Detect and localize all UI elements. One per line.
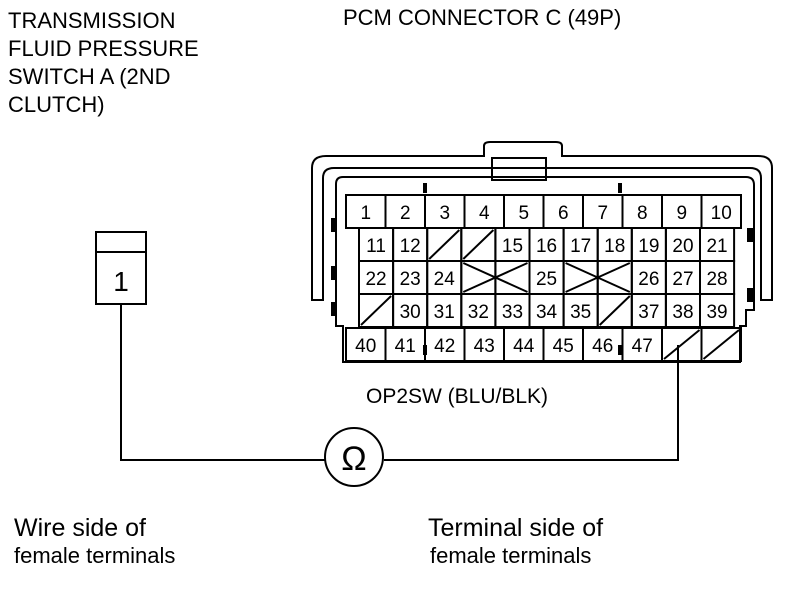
pin-number: 19 xyxy=(638,236,659,257)
pin-number: 9 xyxy=(676,203,687,224)
wire-label: OP2SW (BLU/BLK) xyxy=(366,385,549,408)
switch-terminal-1: 1 xyxy=(113,266,129,297)
pin-cavity xyxy=(494,260,531,295)
pin-number: 11 xyxy=(366,236,386,257)
pin-number: 18 xyxy=(604,236,625,257)
pin-number: 28 xyxy=(706,269,727,290)
pin-number: 31 xyxy=(434,302,455,323)
switch-title-line-3: SWITCH A (2ND xyxy=(8,64,171,89)
pcm-connector-face xyxy=(335,176,755,363)
pin-number: 4 xyxy=(479,203,490,224)
pin-number: 23 xyxy=(400,269,421,290)
pin-number: 43 xyxy=(474,336,495,357)
pin-number: 40 xyxy=(355,336,376,357)
pin-number: 38 xyxy=(672,302,693,323)
right-caption-line-2: female terminals xyxy=(430,543,592,568)
switch-title-line-2: FLUID PRESSURE xyxy=(8,36,199,61)
pin-number: 34 xyxy=(536,302,558,323)
pin-number: 26 xyxy=(638,269,659,290)
empty-cavity-mark xyxy=(599,295,631,326)
pcm-connector-housing xyxy=(311,141,773,301)
pin-cavity xyxy=(596,260,633,295)
pin-number: 10 xyxy=(711,203,732,224)
ohmmeter-symbol xyxy=(324,427,384,487)
pin-number: 8 xyxy=(637,203,648,224)
pin-number: 5 xyxy=(518,203,529,224)
empty-cavity-mark xyxy=(462,262,528,293)
pin-number: 41 xyxy=(395,336,416,357)
pin-number: 30 xyxy=(400,302,421,323)
switch-title-line-4: CLUTCH) xyxy=(8,92,105,117)
pin-number: 15 xyxy=(502,236,523,257)
switch-title-line-1: TRANSMISSION xyxy=(8,8,176,33)
empty-cavity-mark xyxy=(565,262,631,293)
pin-number: 37 xyxy=(638,302,659,323)
pin-number: 12 xyxy=(400,236,421,257)
connector-latch xyxy=(491,157,547,181)
empty-cavity-mark xyxy=(360,295,392,326)
pin-number: 7 xyxy=(597,203,608,224)
pin-number: 16 xyxy=(536,236,557,257)
empty-cavity-mark xyxy=(663,329,701,360)
pin-number: 44 xyxy=(513,336,535,357)
pin-number: 27 xyxy=(672,269,693,290)
pin-number: 35 xyxy=(570,302,591,323)
left-caption-line-1: Wire side of xyxy=(14,514,146,542)
wire-to-switch xyxy=(120,304,325,461)
pin-number: 47 xyxy=(632,336,653,357)
pin-number: 3 xyxy=(439,203,450,224)
right-caption-line-1: Terminal side of xyxy=(428,514,604,542)
pin-number: 24 xyxy=(434,269,456,290)
connector-title: PCM CONNECTOR C (49P) xyxy=(343,5,622,30)
pin-number: 33 xyxy=(502,302,523,323)
wire-to-pcm xyxy=(384,345,679,461)
empty-cavity-mark xyxy=(428,229,460,260)
pin-number: 25 xyxy=(536,269,557,290)
pin-number: 32 xyxy=(468,302,489,323)
ohm-symbol-text: Ω xyxy=(341,440,366,478)
pin-number: 46 xyxy=(592,336,613,357)
pin-number: 1 xyxy=(360,203,371,224)
left-caption-line-2: female terminals xyxy=(14,543,176,568)
pin-number: 45 xyxy=(553,336,574,357)
pin-number: 22 xyxy=(365,269,386,290)
pin-cavity xyxy=(700,327,742,362)
pin-number: 21 xyxy=(706,236,727,257)
empty-cavity-mark xyxy=(702,329,740,360)
pin-number: 39 xyxy=(706,302,727,323)
pin-number: 6 xyxy=(558,203,569,224)
switch-title: TRANSMISSION FLUID PRESSURE SWITCH A (2N… xyxy=(8,7,199,119)
pin-number: 42 xyxy=(434,336,455,357)
pin-number: 2 xyxy=(400,203,411,224)
pin-number: 17 xyxy=(570,236,591,257)
pin-number: 20 xyxy=(672,236,693,257)
empty-cavity-mark xyxy=(462,229,495,260)
pin-cavity xyxy=(562,260,599,295)
pin-cavity xyxy=(460,260,497,295)
